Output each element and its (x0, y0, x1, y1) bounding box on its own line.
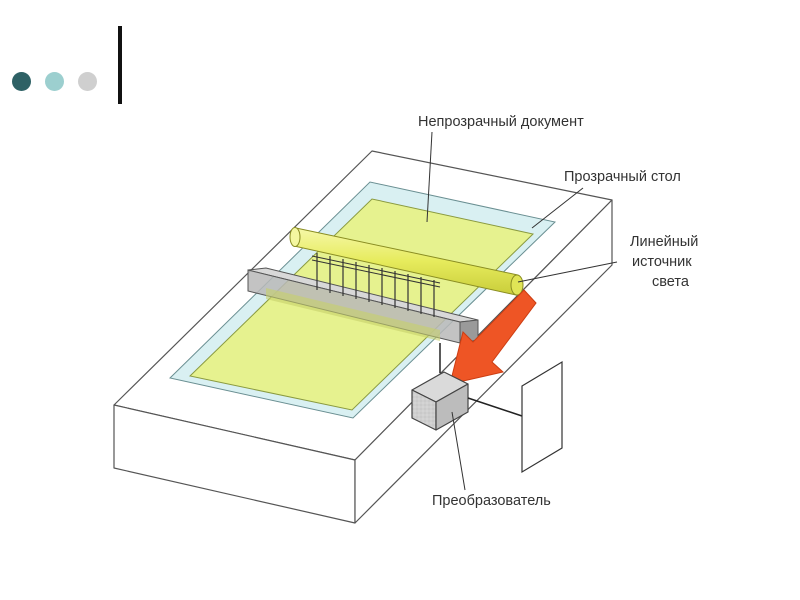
decor-dot-dark (12, 72, 31, 91)
leader-lines (426, 131, 618, 491)
label-light-line1: Линейный (630, 234, 698, 250)
label-light-line2: источник (632, 254, 692, 270)
label-transparent-table: Прозрачный стол (564, 169, 681, 185)
output-panel (521, 360, 563, 474)
label-converter: Преобразователь (432, 493, 551, 509)
linear-light-source-rod (289, 227, 524, 296)
label-light-line3: света (652, 274, 690, 290)
label-opaque-document: Непрозрачный документ (418, 114, 584, 130)
converter-box (411, 371, 469, 431)
decor-dot-medium (45, 72, 64, 91)
slide-decoration-dots (12, 72, 97, 91)
output-wire (467, 397, 523, 417)
decor-dot-light (78, 72, 97, 91)
title-separator-bar (118, 26, 122, 104)
scan-direction-arrow (449, 289, 537, 385)
